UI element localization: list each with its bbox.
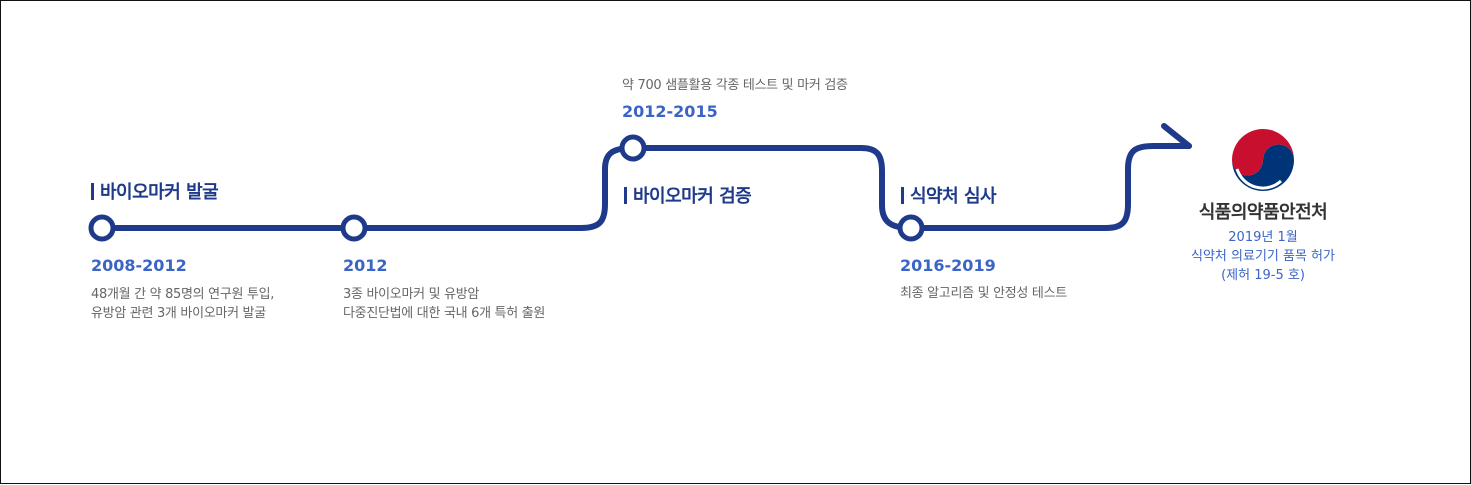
milestone-node-3 [619, 134, 647, 162]
milestone-2-date: 2012 [343, 256, 388, 275]
milestone-3-heading-text: 바이오마커 검증 [633, 186, 752, 207]
approval-line1: 2019년 1월 [1228, 230, 1298, 245]
milestone-3-heading: 바이오마커 검증 [624, 182, 752, 208]
milestone-4-heading: 식약처 심사 [901, 182, 997, 208]
milestone-1-heading-text: 바이오마커 발굴 [100, 182, 219, 203]
heading-marker [901, 187, 904, 204]
timeline-route-line [98, 143, 1192, 231]
milestone-node-1 [88, 214, 116, 242]
milestone-1-date: 2008-2012 [91, 256, 187, 275]
approval-line3: (제허 19-5 호) [1221, 268, 1305, 283]
milestone-3-date: 2012-2015 [622, 102, 718, 121]
timeline-arrow-head [1161, 123, 1192, 149]
milestone-1-description: 48개월 간 약 85명의 연구원 투입, 유방암 관련 3개 바이오마커 발굴 [91, 285, 274, 323]
milestone-3-top-note: 약 700 샘플활용 각종 테스트 및 마커 검증 [622, 78, 848, 93]
milestone-1-heading: 바이오마커 발굴 [91, 178, 219, 204]
milestone-2-description: 3종 바이오마커 및 유방암 다중진단법에 대한 국내 6개 특허 출원 [343, 285, 545, 323]
milestone-1-desc-line2: 유방암 관련 3개 바이오마커 발굴 [91, 306, 266, 321]
heading-marker [91, 183, 94, 200]
approval-line2: 식약처 의료기기 품목 허가 [1191, 249, 1335, 264]
milestone-4-description: 최종 알고리즘 및 안정성 테스트 [900, 284, 1067, 303]
destination-org-name: 식품의약품안전처 [1198, 202, 1328, 223]
destination-approval: 2019년 1월 식약처 의료기기 품목 허가 (제허 19-5 호) [1173, 228, 1353, 285]
milestone-4-heading-text: 식약처 심사 [910, 186, 997, 207]
government-emblem-icon [1232, 129, 1294, 191]
milestone-node-4 [897, 214, 925, 242]
milestone-4-desc-line1: 최종 알고리즘 및 안정성 테스트 [900, 286, 1067, 301]
milestone-1-desc-line1: 48개월 간 약 85명의 연구원 투입, [91, 287, 275, 302]
milestone-4-date: 2016-2019 [900, 256, 996, 275]
milestone-2-desc-line1: 3종 바이오마커 및 유방암 [343, 287, 480, 302]
milestone-2-desc-line2: 다중진단법에 대한 국내 6개 특허 출원 [343, 306, 546, 321]
milestone-node-2 [340, 214, 368, 242]
heading-marker [624, 187, 627, 204]
